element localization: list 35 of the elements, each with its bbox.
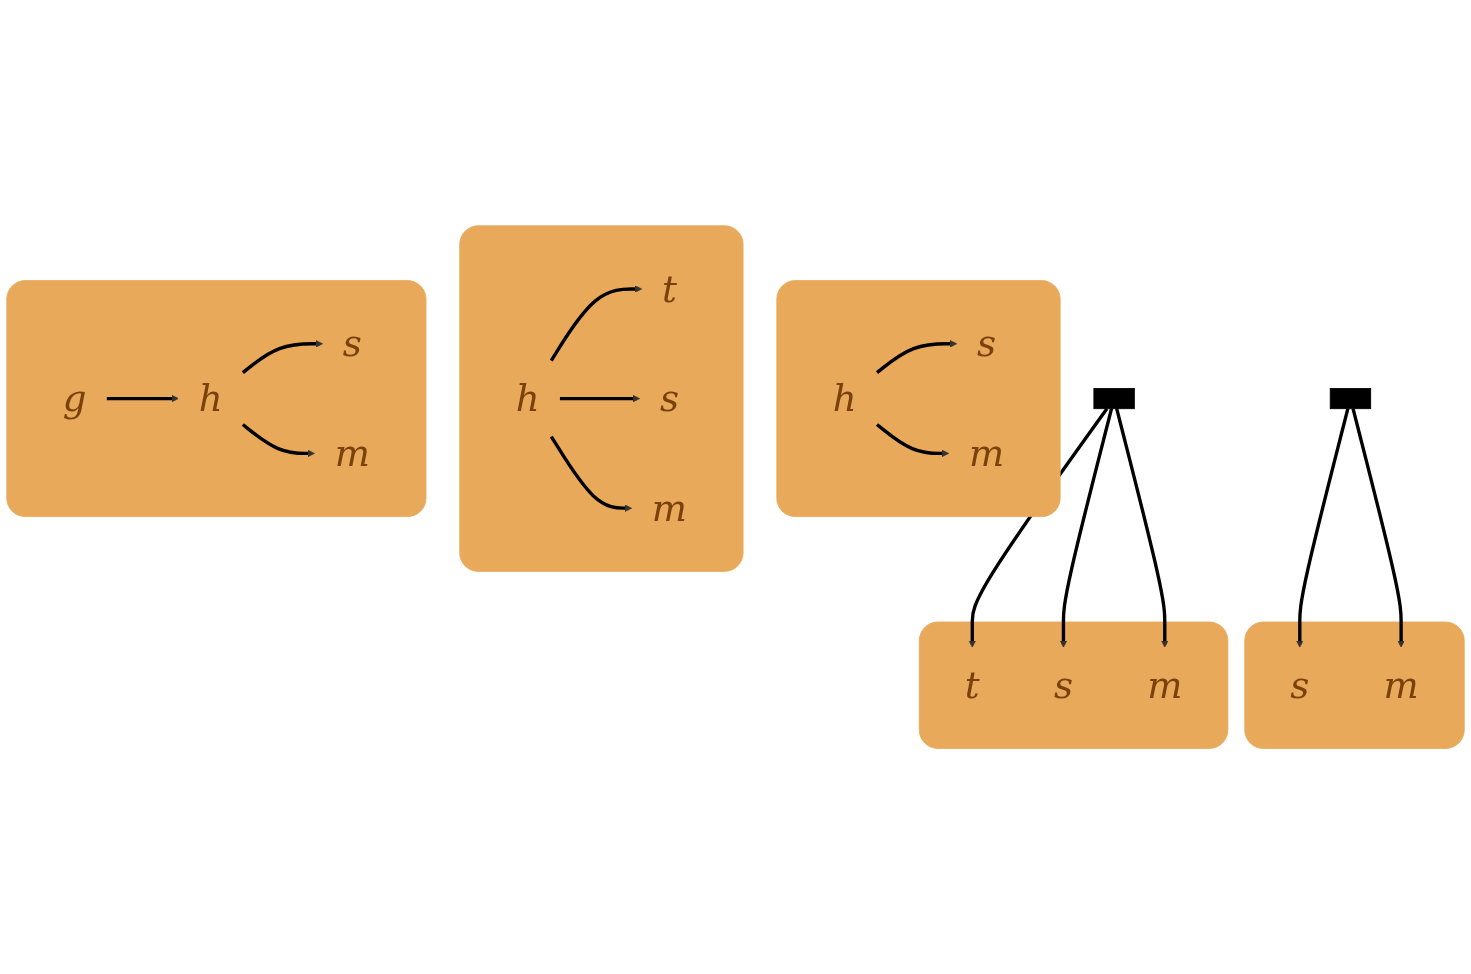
arrow — [1351, 408, 1405, 648]
arrow — [1115, 408, 1169, 648]
cluster — [6, 280, 427, 517]
arrow — [1059, 408, 1114, 648]
arrow — [106, 394, 179, 403]
cluster — [776, 280, 1061, 517]
node-text: s — [976, 321, 997, 365]
node-text: s — [1053, 663, 1073, 707]
arrow — [1296, 408, 1350, 648]
node-text: s — [659, 376, 679, 420]
arrow — [241, 423, 315, 457]
node-text: m — [1147, 663, 1183, 707]
node-text: g — [62, 376, 87, 420]
node-text: t — [964, 663, 980, 707]
arrow — [549, 285, 643, 362]
node-text: h — [198, 376, 223, 420]
cluster — [459, 225, 744, 572]
node-line — [1093, 387, 1135, 409]
node-text: h — [832, 376, 857, 420]
node-text: m — [1383, 663, 1419, 707]
node-text: s — [342, 321, 362, 365]
arrow — [875, 423, 949, 457]
node-text: m — [651, 486, 688, 530]
node-text: s — [1290, 663, 1310, 707]
node-text: m — [968, 431, 1005, 475]
arrow — [549, 435, 632, 512]
cluster — [1244, 621, 1465, 749]
arrow — [241, 339, 323, 374]
node-text: t — [661, 266, 677, 310]
node-text: m — [334, 431, 370, 475]
node-text: h — [515, 376, 540, 420]
node-line — [1329, 387, 1372, 409]
arrow — [875, 339, 958, 374]
cluster — [918, 621, 1229, 749]
arrow — [559, 394, 640, 403]
